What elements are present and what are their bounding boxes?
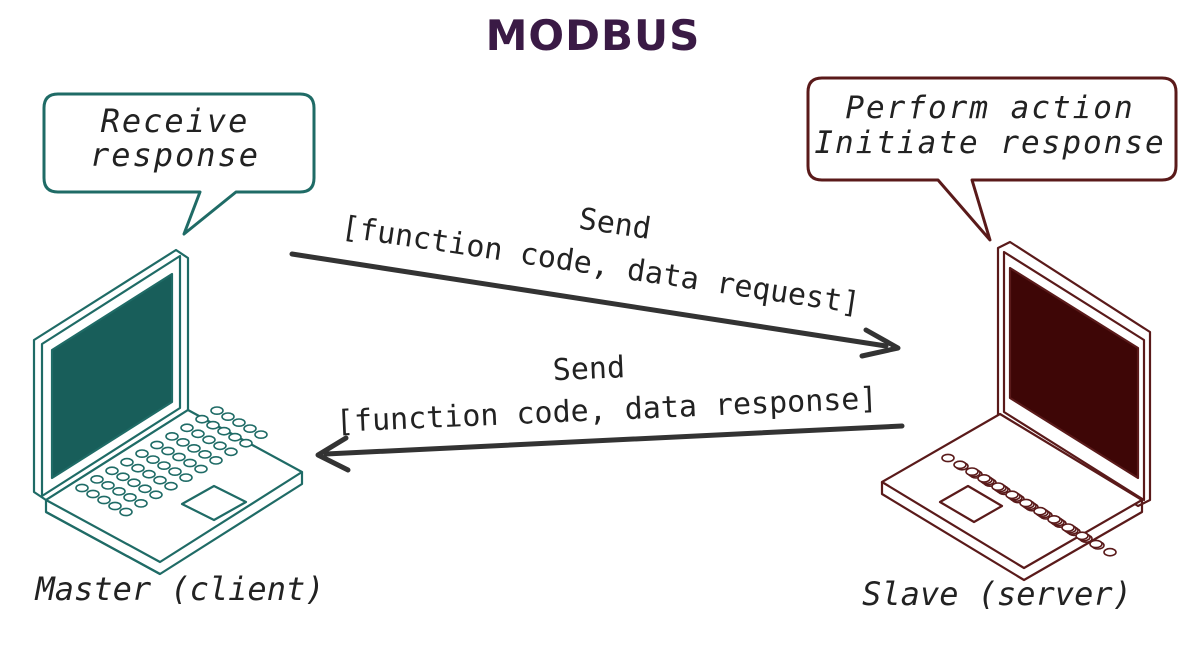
keyboard-key <box>101 480 115 490</box>
keyboard-key <box>228 432 242 442</box>
response-arrow <box>315 423 905 473</box>
keyboard-key <box>198 449 212 459</box>
keyboard-key <box>1033 506 1047 516</box>
keyboard-key <box>221 412 235 421</box>
keyboard-key <box>210 406 224 415</box>
keyboard-key <box>157 461 171 470</box>
keyboard-key <box>90 474 104 484</box>
diagram-title: MODBUS <box>486 11 701 60</box>
master-label: Master (client) <box>35 570 325 608</box>
keyboard-key <box>172 452 186 462</box>
keyboard-key <box>977 473 991 483</box>
keyboard-key <box>206 420 220 430</box>
keyboard-key <box>243 424 257 433</box>
keyboard-key <box>153 475 167 485</box>
keyboard-key <box>86 489 100 499</box>
keyboard-key <box>116 472 130 482</box>
keyboard-key <box>149 490 163 500</box>
slave-bubble-line2: Initiate response <box>814 125 1165 161</box>
keyboard-key <box>965 467 979 476</box>
keyboard-key <box>232 418 246 427</box>
keyboard-key <box>191 429 205 439</box>
keyboard-key <box>202 435 216 445</box>
keyboard-key <box>112 486 126 496</box>
keyboard-key <box>176 437 190 447</box>
keyboard-key <box>146 455 160 464</box>
keyboard-key <box>105 466 119 476</box>
slave-touchpad <box>938 484 1004 524</box>
slave-label: Slave (server) <box>862 575 1132 613</box>
keyboard-key <box>224 447 238 457</box>
keyboard-key <box>127 478 141 488</box>
keyboard-key <box>180 423 194 433</box>
slave-laptop-icon <box>880 240 1152 582</box>
keyboard-key <box>108 501 122 511</box>
keyboard-key <box>239 438 253 448</box>
keyboard-key <box>254 430 268 439</box>
keyboard-key <box>1005 490 1019 500</box>
slave-bubble-line1: Perform action <box>845 90 1134 126</box>
keyboard-key <box>217 426 231 436</box>
keyboard-key <box>194 464 208 474</box>
slave-screen <box>1008 266 1140 480</box>
keyboard-key <box>1047 515 1061 524</box>
keyboard-key <box>120 457 134 467</box>
keyboard-key <box>953 460 967 470</box>
keyboard-key <box>941 453 955 463</box>
keyboard-key <box>164 481 178 491</box>
master-laptop-icon <box>32 248 304 576</box>
keyboard-key <box>991 482 1005 491</box>
slave-speech-bubble: Perform action Initiate response <box>806 76 1178 242</box>
keyboard-key <box>119 507 133 517</box>
keyboard-key <box>183 458 197 468</box>
master-screen <box>50 272 174 480</box>
keyboard-key <box>134 498 148 508</box>
master-keyboard <box>75 406 268 517</box>
keyboard-key <box>209 455 223 465</box>
response-send-label: Send <box>552 350 626 388</box>
master-touchpad <box>180 484 248 522</box>
keyboard-key <box>135 449 149 458</box>
request-send-label: Send <box>577 202 654 247</box>
keyboard-key <box>1103 547 1117 557</box>
keyboard-key <box>150 440 164 450</box>
keyboard-key <box>179 473 193 482</box>
keyboard-key <box>1075 531 1089 541</box>
master-speech-bubble: Receive response <box>42 92 316 236</box>
keyboard-key <box>1019 498 1033 508</box>
keyboard-key <box>123 492 137 502</box>
keyboard-key <box>161 446 175 456</box>
keyboard-key <box>165 431 179 441</box>
keyboard-key <box>1089 539 1103 549</box>
keyboard-key <box>1061 523 1075 532</box>
keyboard-key <box>142 469 156 479</box>
slave-keyboard <box>941 453 1117 557</box>
keyboard-key <box>168 467 182 476</box>
keyboard-key <box>131 463 145 473</box>
master-bubble-line2: response <box>90 136 260 174</box>
keyboard-key <box>187 443 201 453</box>
keyboard-key <box>195 414 209 424</box>
request-arrow <box>289 251 901 359</box>
keyboard-key <box>97 495 111 505</box>
keyboard-key <box>75 483 89 493</box>
keyboard-key <box>138 484 152 494</box>
keyboard-key <box>213 441 227 451</box>
master-bubble-line1: Receive <box>101 102 250 140</box>
